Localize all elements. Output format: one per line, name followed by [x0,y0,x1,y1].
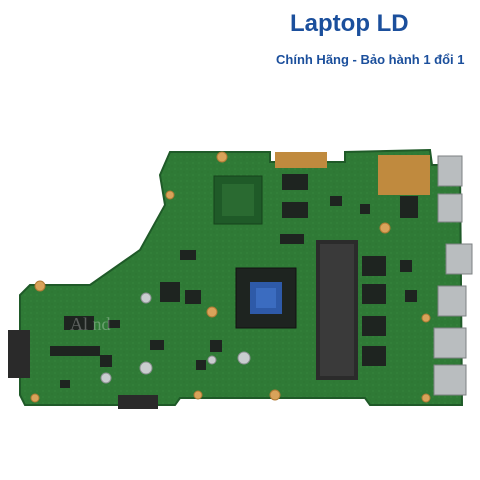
flash-chip [282,174,308,190]
brand-title: Laptop LD [290,10,409,37]
gold-pad [378,155,430,195]
ethernet-port [437,193,463,223]
flash-chip [282,202,308,218]
ethernet-port [437,155,463,187]
small-components [60,196,418,388]
usb-port [437,285,467,317]
usb-port [433,327,467,359]
mounting-holes [30,151,431,403]
sata-connector [8,330,30,378]
ram-chips [362,256,386,366]
capacitors [100,292,251,384]
wlan-slot [64,316,94,330]
photo-watermark: Al nd [70,314,111,334]
io-ports [433,155,473,396]
brand-tagline: Chính Hãng - Bảo hành 1 đổi 1 [276,52,465,67]
bottom-connector [118,395,158,409]
usb-port [433,364,467,396]
hdmi-port [445,243,473,275]
m2-slot [50,346,100,356]
gold-pad [275,152,327,168]
